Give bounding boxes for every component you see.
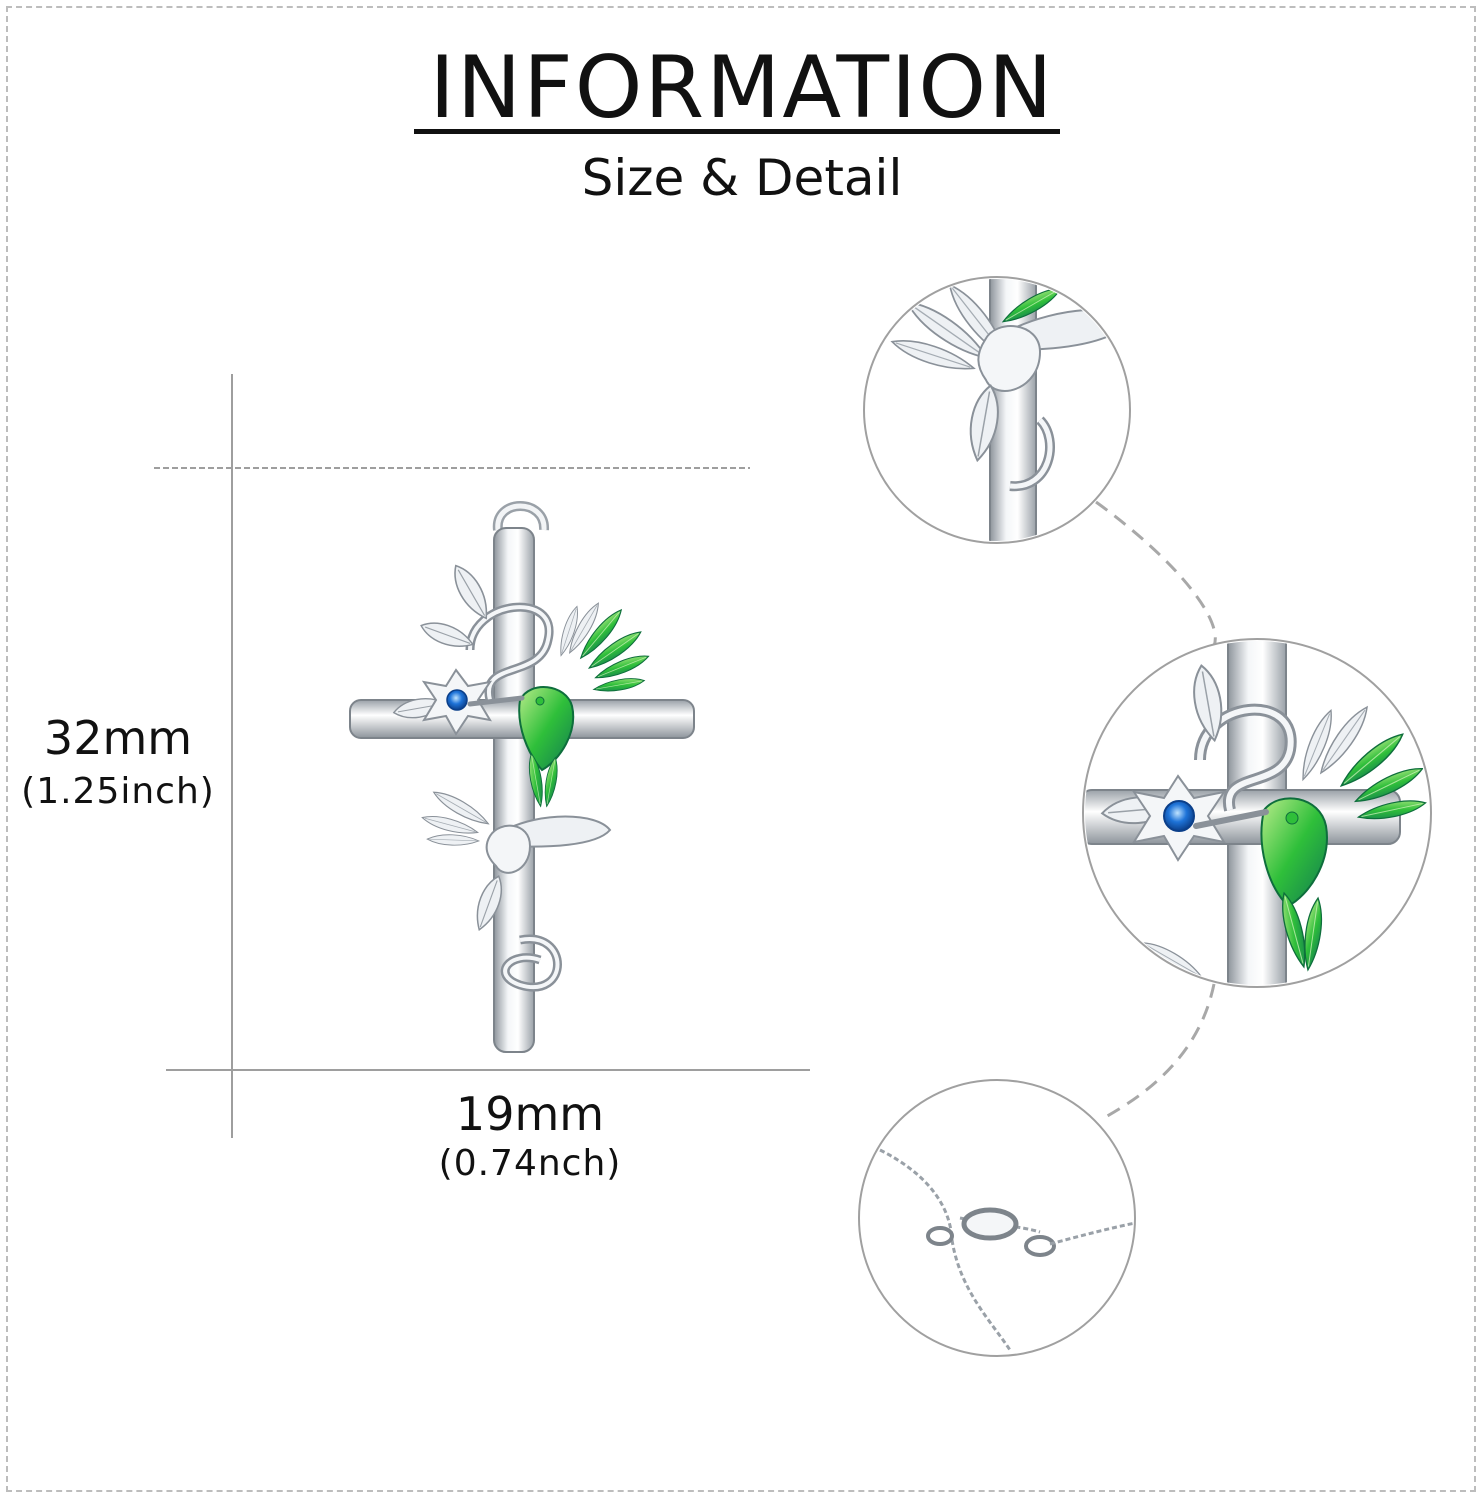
dimension-guides xyxy=(154,374,810,1138)
height-metric: 32mm xyxy=(43,711,193,765)
pendant-image xyxy=(349,501,695,1053)
detail-circle-top xyxy=(863,276,1131,544)
detail-circle-middle xyxy=(1082,638,1432,988)
title-underline xyxy=(414,129,1060,134)
blue-gem xyxy=(446,689,468,711)
page-subtitle: Size & Detail xyxy=(581,149,903,207)
height-imperial: (1.25inch) xyxy=(21,771,215,812)
silver-hummingbird xyxy=(420,786,612,934)
width-metric: 19mm xyxy=(455,1087,605,1141)
connector-arc-bottom xyxy=(1099,983,1216,1122)
detail-circle-bottom xyxy=(858,1079,1136,1357)
page-title: INFORMATION xyxy=(429,38,1055,138)
width-imperial: (0.74nch) xyxy=(438,1143,622,1184)
connector-arc-top xyxy=(1095,500,1217,647)
green-hummingbird xyxy=(467,599,652,808)
